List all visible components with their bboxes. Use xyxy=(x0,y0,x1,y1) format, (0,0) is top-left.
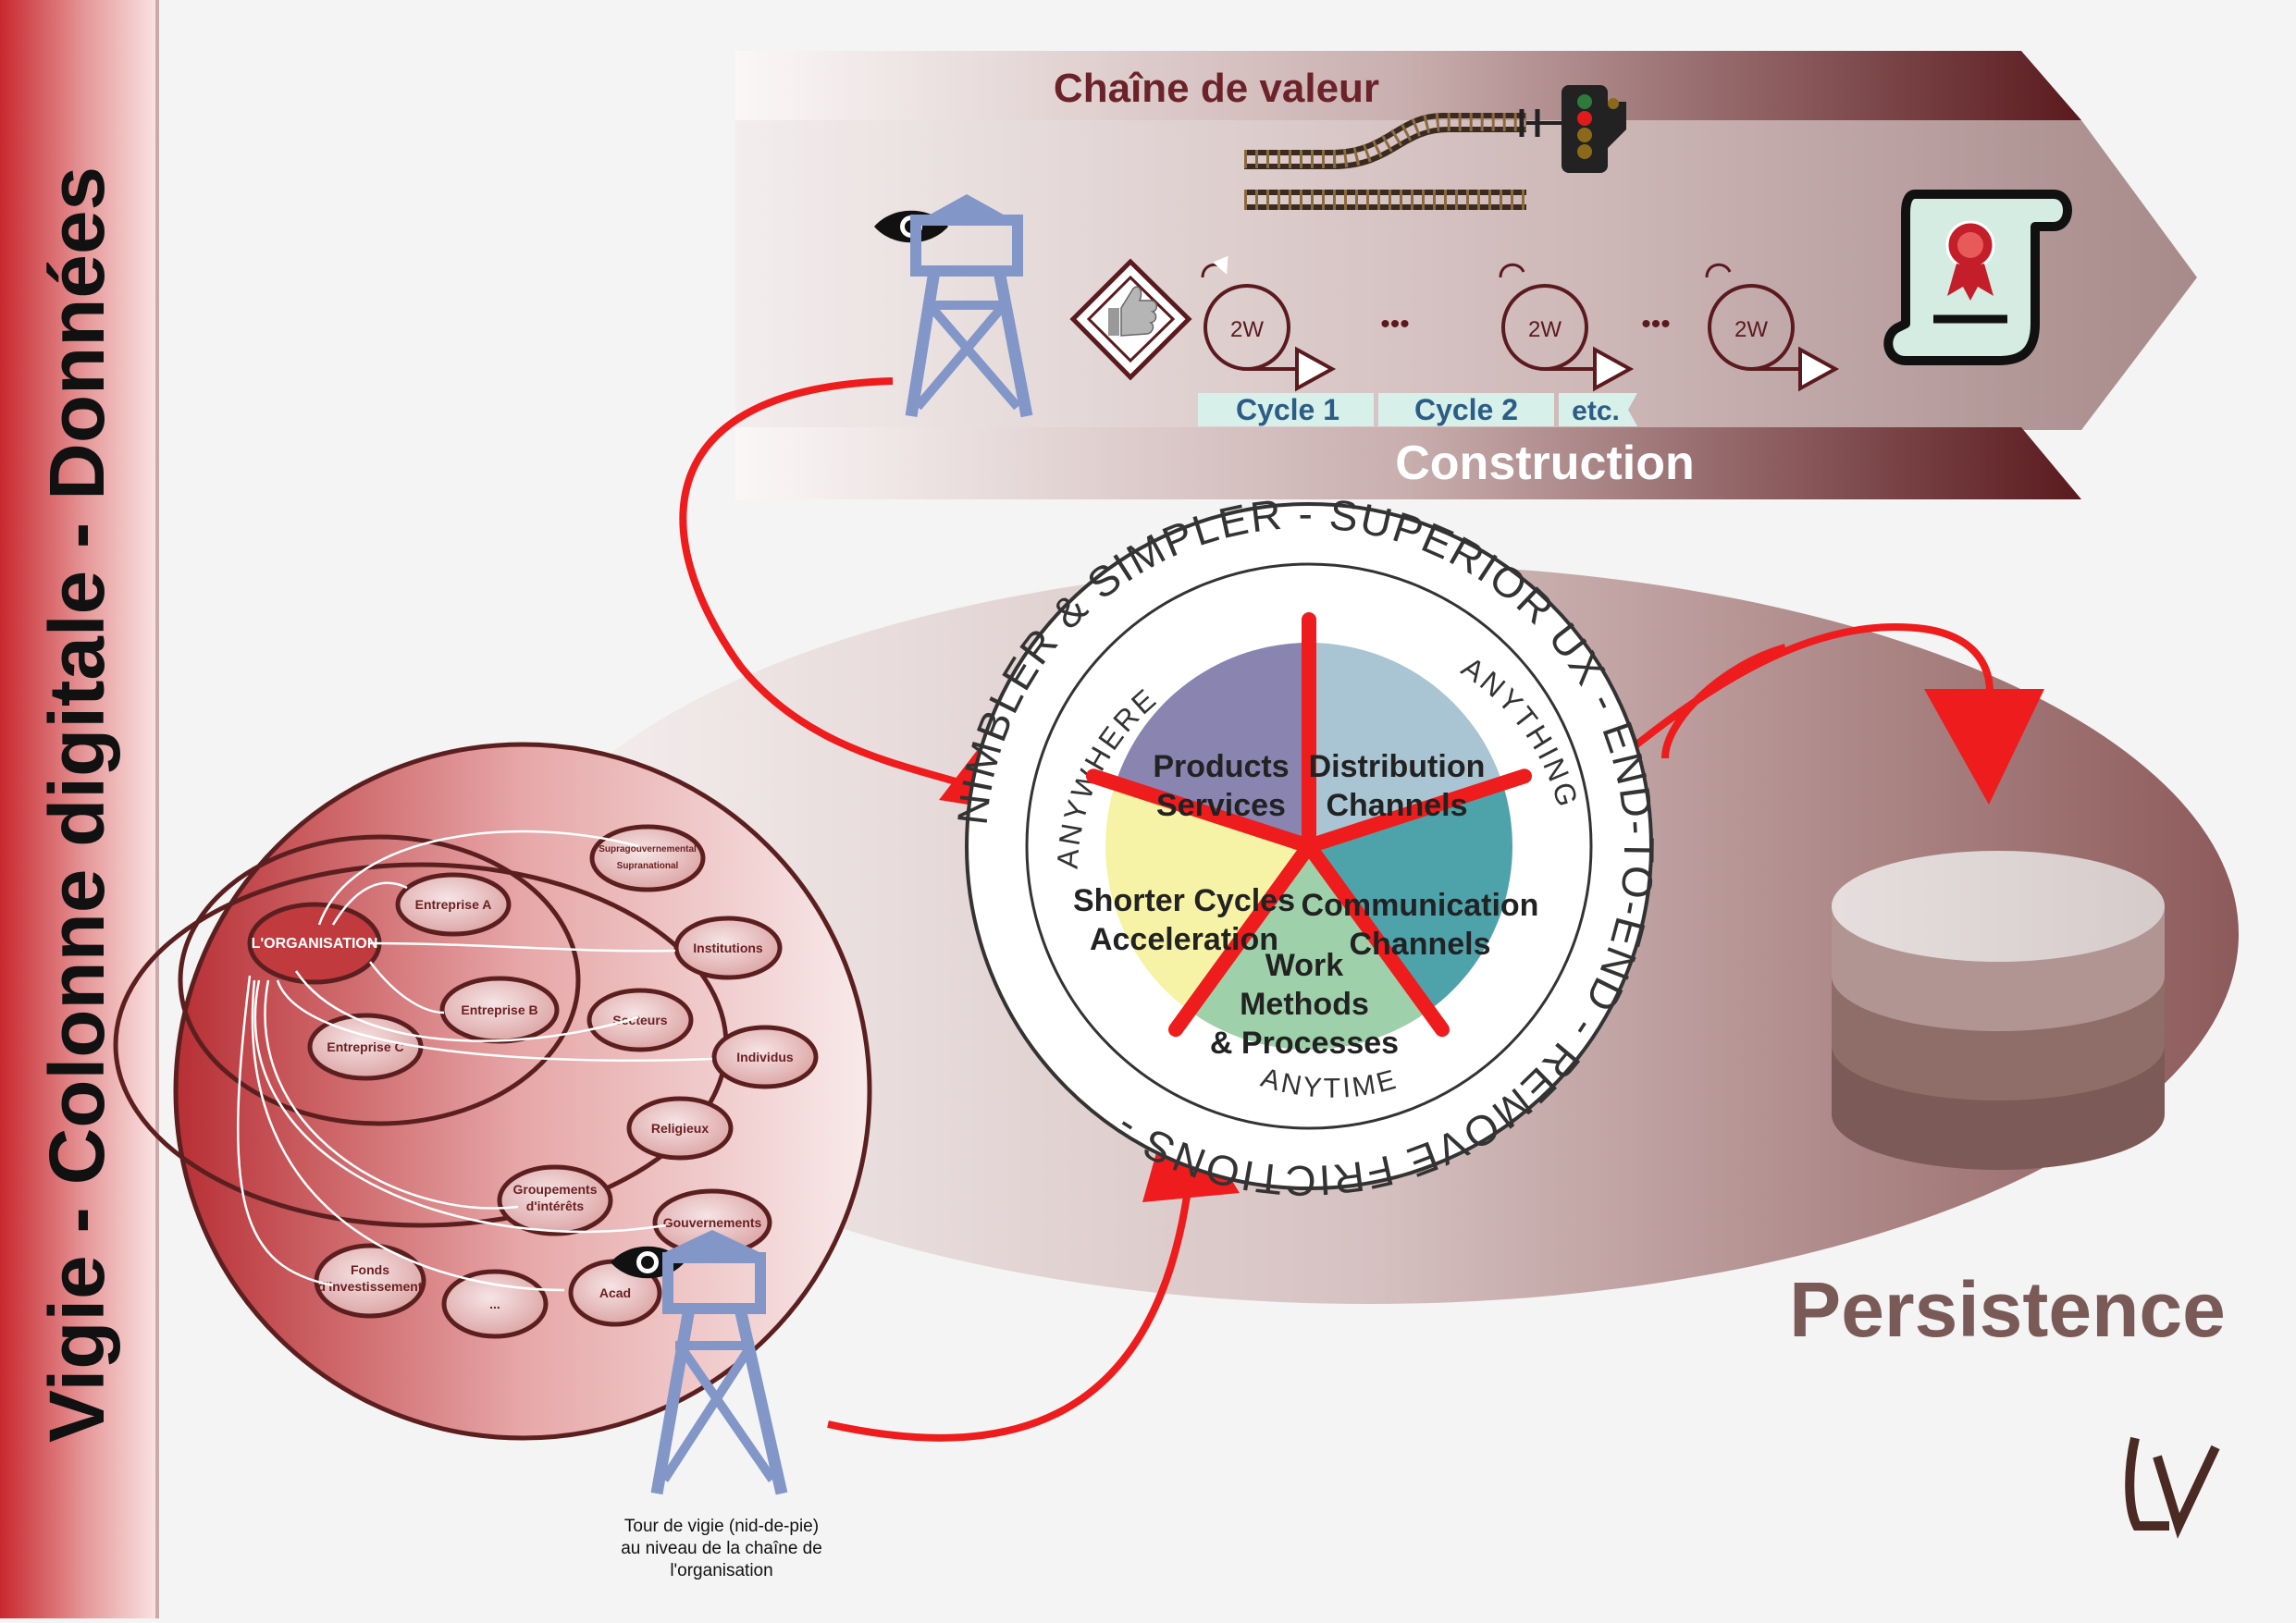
ecosystem-node xyxy=(626,1096,734,1161)
wheel-segment xyxy=(1189,846,1429,1050)
railway-track-icon xyxy=(1244,109,1563,210)
construction-label: Construction xyxy=(1395,436,1695,490)
ecosystem-node-label: Groupements xyxy=(512,1182,597,1197)
relation-arrows xyxy=(236,830,713,1292)
ecosystem-node-label: L'ORGANISATION xyxy=(252,936,378,952)
ecosystem-node xyxy=(673,916,783,980)
value-chain-title: Chaîne de valeur xyxy=(1054,66,1379,111)
wheel-segment-label: Work xyxy=(1265,948,1343,983)
cycle-tabs: Cycle 1 Cycle 2 etc. xyxy=(1198,393,1637,426)
cycle-loop-2: 2W xyxy=(1499,263,1635,392)
wheel-segment xyxy=(1309,783,1513,1011)
ecosystem-node-label: Supragouvernemental xyxy=(599,844,697,855)
tower-caption-line: l'organisation xyxy=(670,1561,772,1580)
cycle-tab-label: Cycle 1 xyxy=(1236,393,1339,426)
ecosystem-node-label: Individus xyxy=(736,1050,794,1064)
wheel-segment-label: Channels xyxy=(1326,788,1467,823)
flow-arrows xyxy=(679,377,1994,1442)
ecosystem-node-label: Entreprise A xyxy=(415,897,492,912)
ecosystem-node xyxy=(711,1025,819,1089)
wheel-segment-label: Shorter Cycles xyxy=(1073,883,1295,918)
ecosystem-sphere: L'ORGANISATION Entreprise A Entreprise B En… xyxy=(113,742,872,1441)
ecosystem-node-label: Acad xyxy=(599,1285,631,1300)
ecosystem-node-label: Fonds xyxy=(351,1262,389,1277)
tower-caption-line: Tour de vigie (nid-de-pie) xyxy=(624,1517,819,1536)
value-chain-band: Chaîne de valeur Construction xyxy=(735,51,2197,499)
wheel-spoke xyxy=(1302,839,1450,1038)
tower-caption-line: au niveau de la chaîne de xyxy=(621,1539,822,1558)
database-cylinder-icon xyxy=(1832,851,2165,1170)
logo-text: LV xyxy=(2174,1608,2175,1610)
ecosystem-node-label: Entreprise C xyxy=(327,1039,403,1054)
ecosystem-node-label: ... xyxy=(489,1297,500,1311)
cycle-loop-1: 2W xyxy=(1201,255,1337,392)
cycle-badge: 2W xyxy=(1230,317,1264,342)
wheel-segment-label: Services xyxy=(1156,788,1286,823)
cycle-tab-label: etc. xyxy=(1572,396,1620,426)
ecosystem-node-label: Institutions xyxy=(693,941,763,955)
wheel-segment-label: Communication xyxy=(1302,888,1539,923)
wheel-segment xyxy=(1105,783,1309,1011)
cycle-badge: 2W xyxy=(1528,317,1562,342)
sidebar-title: Vigie - Colonne digitale - Données xyxy=(33,166,120,1443)
wheel-segment-label: Distribution xyxy=(1309,749,1486,784)
value-wheel: NIMBLER & SIMPLER - SUPERIOR UX - END-TO… xyxy=(948,489,1662,1205)
sidebar-banner: Vigie - Colonne digitale - Données xyxy=(0,0,159,1618)
wheel-spoke xyxy=(1302,768,1533,854)
ecosystem-node-label: Gouvernements xyxy=(663,1215,762,1230)
ecosystem-node-label: Supranational xyxy=(617,861,679,871)
ecosystem-node-label: Religieux xyxy=(651,1121,709,1136)
lv-logo: LV xyxy=(2125,1436,2220,1610)
traffic-signal-icon xyxy=(1562,85,1626,173)
wheel-segment-label: Methods xyxy=(1240,987,1369,1022)
ecosystem-node-label: Secteurs xyxy=(612,1013,667,1027)
wheel-spoke xyxy=(1085,768,1316,854)
wheel-segment-label: & Processes xyxy=(1210,1026,1399,1061)
wheel-segment-label: Products xyxy=(1153,749,1289,784)
ecosystem-node xyxy=(589,824,706,892)
ecosystem-node xyxy=(586,988,694,1052)
ellipsis-1: ••• xyxy=(1380,309,1410,339)
persistence-label: Persistence xyxy=(1789,1266,2226,1353)
thumbs-up-icon xyxy=(1069,258,1192,381)
watchtower-icon-bottom xyxy=(611,1230,788,1495)
cycle-loop-3: 2W xyxy=(1705,263,1840,392)
cycle-tab-label: Cycle 2 xyxy=(1414,393,1518,426)
wheel-spoke xyxy=(1167,839,1316,1038)
certificate-scroll-icon xyxy=(1883,190,2072,365)
wheel-segment-label: Acceleration xyxy=(1090,922,1278,957)
cycle-badge: 2W xyxy=(1734,317,1768,342)
watchtower-icon xyxy=(874,194,1033,418)
ecosystem-node-label: Entreprise B xyxy=(461,1002,537,1017)
wheel-segment-label: Channels xyxy=(1349,927,1490,962)
ecosystem-node-label: d'investissement xyxy=(317,1279,422,1294)
ecosystem-node xyxy=(395,872,512,937)
ecosystem-node-label: d'intérêts xyxy=(526,1199,585,1213)
ecosystem-node xyxy=(497,1164,613,1236)
ellipsis-2: ••• xyxy=(1641,309,1671,339)
